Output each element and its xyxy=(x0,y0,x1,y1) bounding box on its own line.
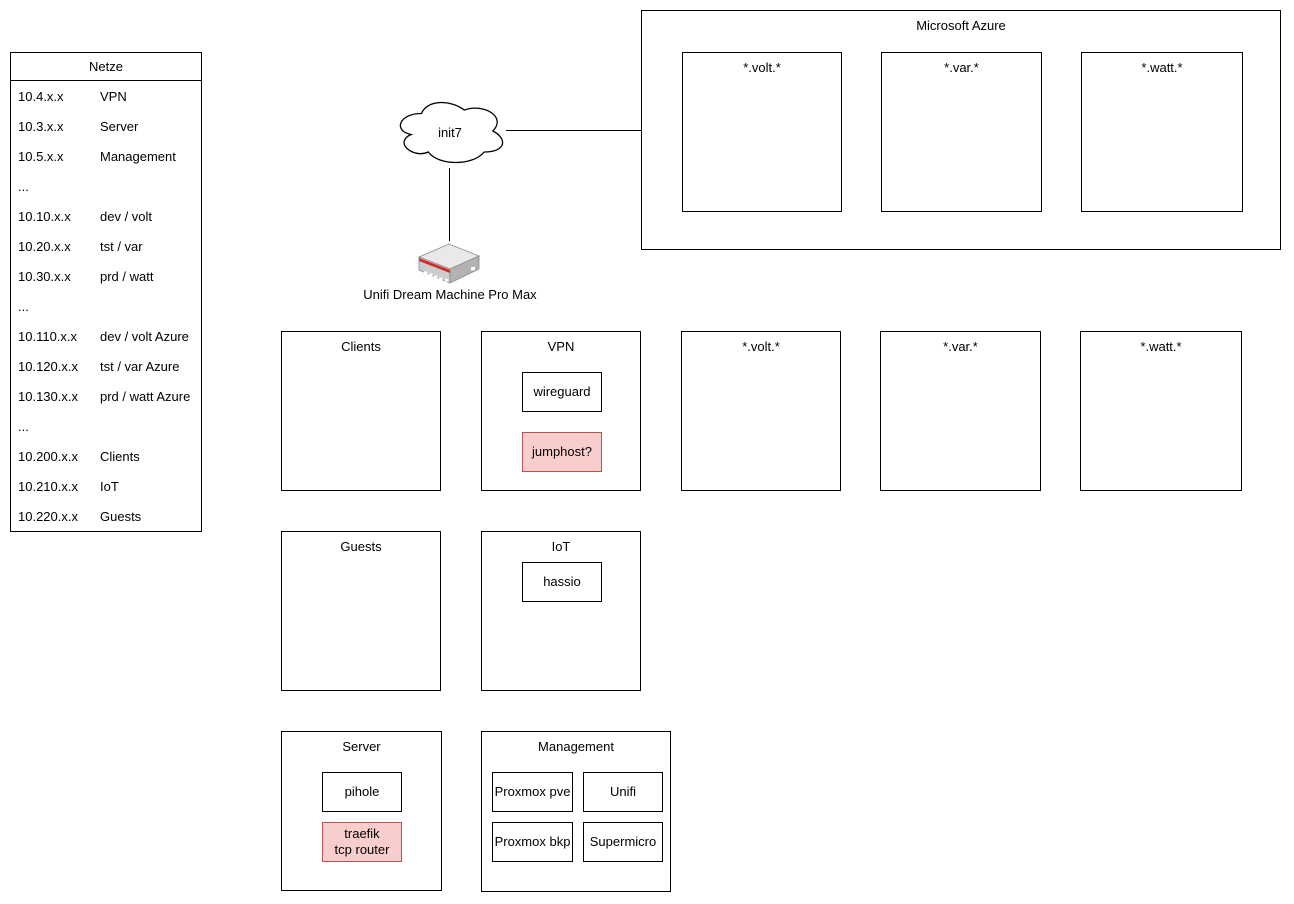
table-row: 10.10.x.x dev / volt xyxy=(11,201,201,231)
azure-box-volt-label: *.volt.* xyxy=(743,60,781,75)
node-jumphost: jumphost? xyxy=(522,432,602,472)
node-wireguard: wireguard xyxy=(522,372,602,412)
table-row: ... xyxy=(11,171,201,201)
table-row: 10.200.x.x Clients xyxy=(11,441,201,471)
netze-row-label: prd / watt Azure xyxy=(100,388,191,404)
netze-row-label: dev / volt xyxy=(100,208,153,224)
netze-row-ip: 10.210.x.x xyxy=(18,478,78,494)
netze-row-ip: ... xyxy=(18,418,29,434)
netze-row-label: Guests xyxy=(100,508,142,524)
zone-guests-title: Guests xyxy=(340,539,382,554)
netze-row-label: prd / watt xyxy=(100,268,154,284)
node-hassio: hassio xyxy=(522,562,602,602)
azure-box-volt: *.volt.* xyxy=(682,52,842,212)
router-label: Unifi Dream Machine Pro Max xyxy=(363,287,537,302)
netze-row-ip: 10.3.x.x xyxy=(18,118,64,134)
netze-row-label: tst / var xyxy=(100,238,143,254)
netze-row-label: Clients xyxy=(100,448,140,464)
zone-clients: Clients xyxy=(281,331,441,491)
zone-watt: *.watt.* xyxy=(1080,331,1242,491)
netze-row-ip: 10.30.x.x xyxy=(18,268,71,284)
connector-cloud-to-router xyxy=(449,168,450,241)
zone-watt-label: *.watt.* xyxy=(1140,339,1182,354)
netze-row-ip: ... xyxy=(18,178,29,194)
node-unifi: Unifi xyxy=(583,772,663,812)
zone-vpn: VPN wireguard jumphost? xyxy=(481,331,641,491)
netze-row-ip: 10.4.x.x xyxy=(18,88,64,104)
zone-guests: Guests xyxy=(281,531,441,691)
azure-box-watt: *.watt.* xyxy=(1081,52,1243,212)
zone-volt-label: *.volt.* xyxy=(742,339,780,354)
netze-table: Netze 10.4.x.x VPN 10.3.x.x Server 10.5.… xyxy=(10,52,202,532)
node-pihole: pihole xyxy=(322,772,402,812)
netze-table-title: Netze xyxy=(11,53,201,81)
cloud-icon xyxy=(399,101,504,164)
zone-server: Server pihole traefik tcp router xyxy=(281,731,442,891)
node-traefik: traefik tcp router xyxy=(322,822,402,862)
azure-box-var: *.var.* xyxy=(881,52,1042,212)
zone-management: Management Proxmox pve Unifi Proxmox bkp… xyxy=(481,731,671,892)
netze-row-label: Management xyxy=(100,148,176,164)
router-icon xyxy=(417,243,481,284)
node-proxmox-pve: Proxmox pve xyxy=(492,772,573,812)
netze-row-ip: 10.200.x.x xyxy=(18,448,78,464)
router xyxy=(416,239,482,285)
table-row: 10.130.x.x prd / watt Azure xyxy=(11,381,201,411)
zone-vpn-title: VPN xyxy=(547,339,575,354)
netze-row-ip: 10.130.x.x xyxy=(18,388,78,404)
netze-row-label: Server xyxy=(100,118,139,134)
netze-row-label: tst / var Azure xyxy=(100,358,180,374)
zone-iot-title: IoT xyxy=(551,539,571,554)
netze-row-ip: 10.20.x.x xyxy=(18,238,71,254)
netze-row-ip: 10.110.x.x xyxy=(18,328,78,344)
zone-server-title: Server xyxy=(342,739,381,754)
zone-volt: *.volt.* xyxy=(681,331,841,491)
table-row: 10.120.x.x tst / var Azure xyxy=(11,351,201,381)
netze-row-label: VPN xyxy=(100,88,127,104)
table-row: ... xyxy=(11,291,201,321)
azure-box-var-label: *.var.* xyxy=(944,60,979,75)
netze-row-ip: 10.120.x.x xyxy=(18,358,78,374)
table-row: 10.20.x.x tst / var xyxy=(11,231,201,261)
node-proxmox-bkp: Proxmox bkp xyxy=(492,822,573,862)
netze-row-ip: 10.10.x.x xyxy=(18,208,71,224)
netze-row-ip: 10.5.x.x xyxy=(18,148,64,164)
zone-var-label: *.var.* xyxy=(943,339,978,354)
netze-row-label: IoT xyxy=(100,478,119,494)
netze-row-ip: ... xyxy=(18,298,29,314)
zone-management-title: Management xyxy=(538,739,614,754)
internet-cloud-label: init7 xyxy=(438,125,462,140)
table-row: ... xyxy=(11,411,201,441)
zone-clients-title: Clients xyxy=(341,339,381,354)
table-row: 10.220.x.x Guests xyxy=(11,501,201,531)
zone-var: *.var.* xyxy=(880,331,1041,491)
netze-row-label: dev / volt Azure xyxy=(100,328,189,344)
table-row: 10.110.x.x dev / volt Azure xyxy=(11,321,201,351)
internet-cloud: init7 xyxy=(393,96,507,169)
zone-iot: IoT hassio xyxy=(481,531,641,691)
azure-container: Microsoft Azure *.volt.* *.var.* *.watt.… xyxy=(641,10,1281,250)
azure-box-watt-label: *.watt.* xyxy=(1141,60,1183,75)
netze-table-body: 10.4.x.x VPN 10.3.x.x Server 10.5.x.x Ma… xyxy=(11,81,201,531)
node-supermicro: Supermicro xyxy=(583,822,663,862)
connector-cloud-to-azure xyxy=(506,130,641,131)
table-row: 10.4.x.x VPN xyxy=(11,81,201,111)
table-row: 10.5.x.x Management xyxy=(11,141,201,171)
azure-container-title: Microsoft Azure xyxy=(916,18,1006,33)
table-row: 10.30.x.x prd / watt xyxy=(11,261,201,291)
table-row: 10.210.x.x IoT xyxy=(11,471,201,501)
table-row: 10.3.x.x Server xyxy=(11,111,201,141)
netze-row-ip: 10.220.x.x xyxy=(18,508,78,524)
